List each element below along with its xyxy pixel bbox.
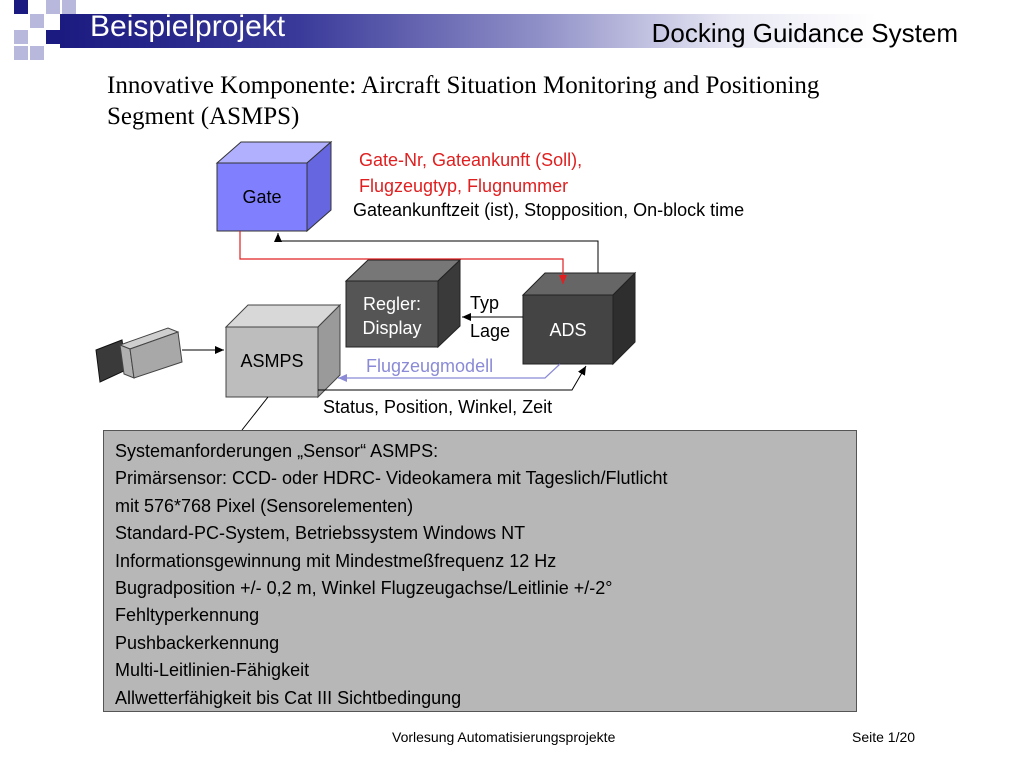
regler-label: Regler: Display [346, 292, 438, 340]
requirements-line: Informationsgewinnung mit Mindestmeßfreq… [115, 550, 557, 571]
slide-heading-line2: Segment (ASMPS) [107, 103, 300, 130]
requirements-line: Systemanforderungen „Sensor“ ASMPS: [115, 441, 439, 461]
requirements-line: Pushbackerkennung [115, 632, 280, 653]
requirements-line: Fehltyperkennung [115, 605, 260, 626]
soll-data-line2: Flugzeugtyp, Flugnummer [359, 176, 569, 196]
header-title: Beispielprojekt [90, 10, 286, 43]
requirements-line: Standard-PC-System, Betriebssystem Windo… [115, 523, 526, 544]
ads-to-gate-arrow [274, 233, 599, 273]
ist-data-label: Gateankunftzeit (ist), Stopposition, On-… [353, 200, 745, 220]
slide-heading-line1: Innovative Komponente: Aircraft Situatio… [107, 72, 820, 99]
logo-square [46, 0, 60, 14]
gate-to-ads-arrow [239, 231, 567, 284]
footer-page-number: Seite 1/20 [852, 729, 916, 745]
ads-label: ADS [549, 320, 587, 340]
header-subtitle: Docking Guidance System [651, 18, 958, 48]
asmps-to-requirements-line [241, 396, 269, 431]
soll-data-label: Gate-Nr, Gateankunft (Soll), Flugzeugtyp… [359, 147, 582, 199]
regler-label-line1: Regler: [362, 294, 422, 314]
footer-course-title: Vorlesung Automatisierungsprojekte [392, 729, 616, 745]
status-label: Status, Position, Winkel, Zeit [323, 397, 553, 417]
logo-square [14, 46, 28, 60]
ads-node [521, 271, 637, 366]
logo-square [30, 46, 44, 60]
asmps-label: ASMPS [240, 351, 304, 371]
logo-square [62, 0, 76, 14]
typ-label: Typ [470, 293, 500, 313]
lage-label: Lage [470, 321, 511, 341]
asmps-node [224, 303, 342, 399]
slide-heading: Innovative Komponente: Aircraft Situatio… [107, 70, 947, 132]
regler-display-node [344, 258, 462, 349]
requirements-box: Systemanforderungen „Sensor“ ASMPS: Prim… [103, 430, 857, 712]
logo-square [14, 0, 28, 14]
header-bar [60, 14, 1020, 48]
requirements-line: Primärsensor: CCD- oder HDRC- Videokamer… [115, 468, 668, 489]
requirements-line: mit 576*768 Pixel (Sensorelementen) [115, 495, 414, 516]
logo-square [14, 30, 28, 44]
regler-label-line2: Display [362, 318, 422, 338]
flugzeugmodell-arrow [338, 363, 561, 382]
logo-square [30, 14, 44, 28]
gate-label: Gate [242, 187, 282, 207]
requirements-line: Multi-Leitlinien-Fähigkeit [115, 660, 310, 681]
gate-node [215, 140, 333, 233]
camera-icon [95, 327, 183, 383]
requirements-line: Bugradposition +/- 0,2 m, Winkel Flugzeu… [115, 578, 613, 599]
flugzeugmodell-label: Flugzeugmodell [366, 356, 494, 376]
soll-data-line1: Gate-Nr, Gateankunft (Soll), [359, 150, 583, 170]
status-arrow [318, 365, 587, 391]
logo-square [46, 30, 60, 44]
requirements-line: Allwetterfähigkeit bis Cat III Sichtbedi… [115, 687, 462, 708]
